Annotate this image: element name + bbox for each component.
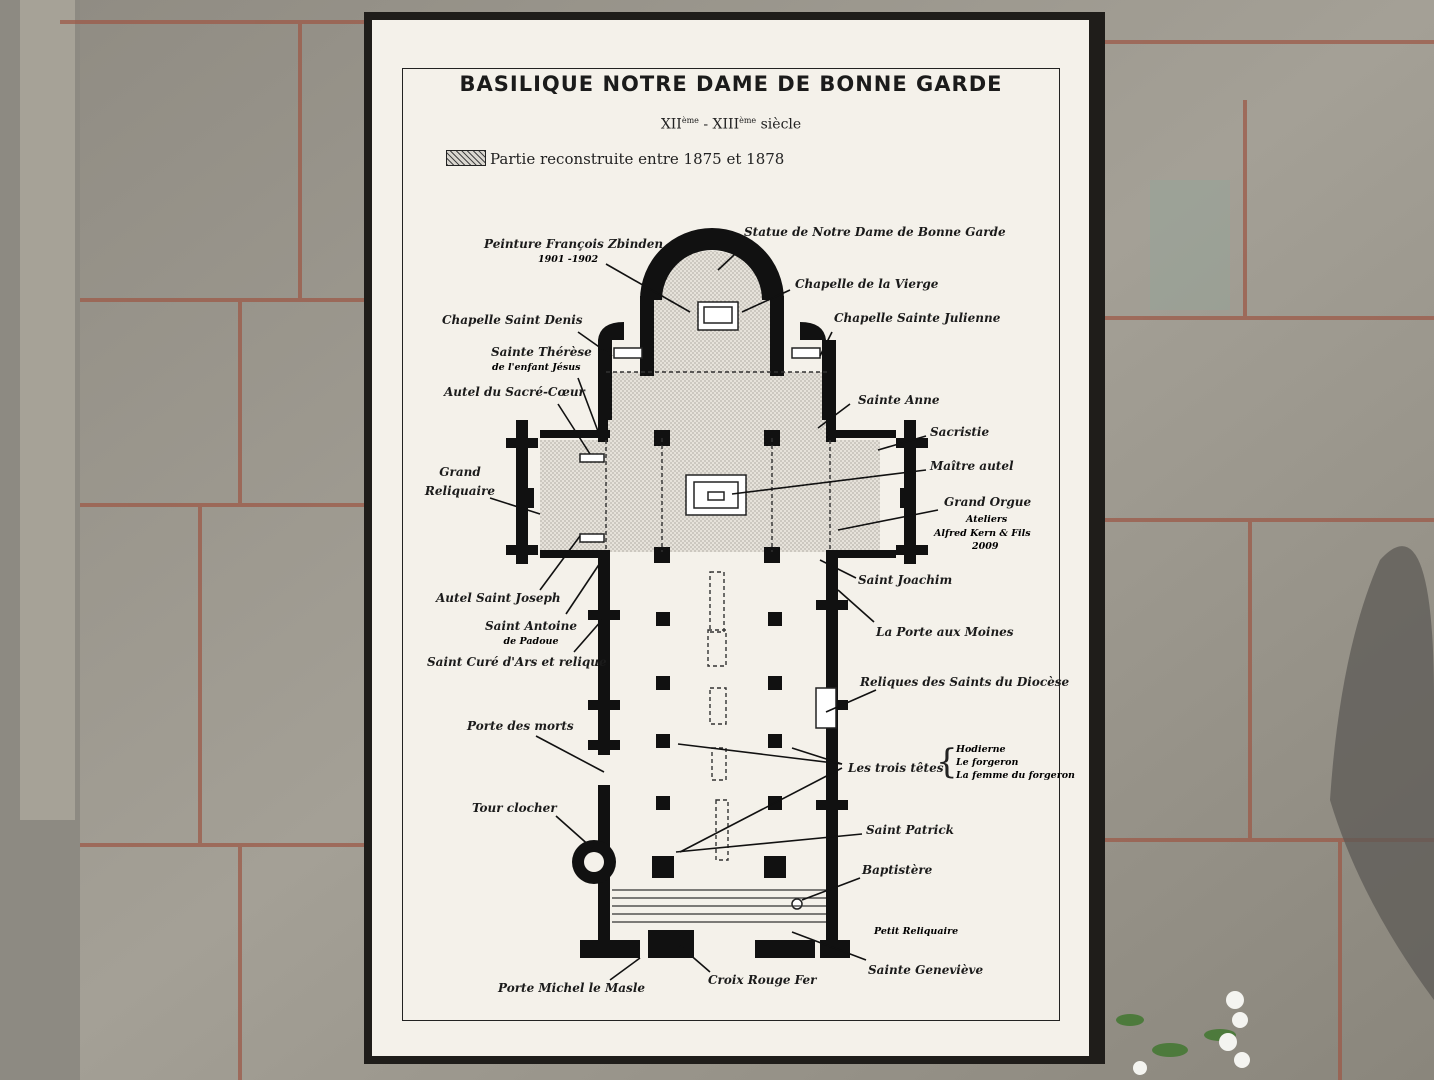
label-chapelle-julienne: Chapelle Sainte Julienne: [834, 311, 1001, 325]
apse-wall: [640, 228, 784, 300]
label-porte-michel: Porte Michel le Masle: [498, 981, 646, 995]
label-porte-morts: Porte des morts: [467, 719, 574, 733]
label-therese: Sainte Thérèse: [491, 345, 592, 359]
label-autel-sacre-coeur: Autel du Sacré-Cœur: [444, 385, 585, 399]
label-ateliers-3: 2009: [972, 541, 999, 552]
poster-subtitle: XIIème - XIIIème siècle: [660, 116, 802, 133]
label-grand-reliquaire-2: Reliquaire: [424, 484, 496, 498]
label-porte-moines: La Porte aux Moines: [876, 625, 1014, 639]
label-grand-orgue: Grand Orgue: [944, 495, 1032, 509]
label-tour-clocher: Tour clocher: [472, 801, 557, 815]
label-saint-antoine-sub: de Padoue: [503, 636, 559, 647]
legend-text: Partie reconstruite entre 1875 et 1878: [490, 150, 785, 168]
label-chapelle-vierge: Chapelle de la Vierge: [795, 277, 939, 291]
label-reliques-diocese: Reliques des Saints du Diocèse: [860, 675, 1070, 689]
poster-border: [402, 68, 1060, 1021]
poster-title: BASILIQUE NOTRE DAME DE BONNE GARDE: [459, 72, 1003, 96]
label-grand-reliquaire-1: Grand: [439, 465, 481, 479]
label-cure-ars: Saint Curé d'Ars et relique: [427, 655, 607, 669]
label-tetes-2: Le forgeron: [956, 757, 1019, 768]
label-chapelle-denis: Chapelle Saint Denis: [442, 313, 583, 327]
label-sainte-anne: Sainte Anne: [858, 393, 940, 407]
label-therese-sub: de l'enfant Jésus: [492, 362, 581, 373]
label-maitre-autel: Maître autel: [930, 459, 1014, 473]
label-peinture: Peinture François Zbinden: [484, 237, 664, 251]
label-saint-joachim: Saint Joachim: [858, 573, 953, 587]
label-petit-reliquaire: Petit Reliquaire: [874, 926, 959, 937]
label-sacristie: Sacristie: [930, 425, 990, 439]
label-ateliers-1: Ateliers: [966, 514, 1008, 525]
label-ateliers-2: Alfred Kern & Fils: [934, 528, 1031, 539]
label-trois-tetes: Les trois têtes: [848, 761, 944, 775]
label-croix-rouge: Croix Rouge Fer: [708, 973, 817, 987]
label-peinture-years: 1901 -1902: [538, 254, 599, 265]
legend-hatch-swatch: [446, 150, 486, 166]
brace-glyph: {: [936, 742, 958, 782]
label-autel-joseph: Autel Saint Joseph: [436, 591, 561, 605]
label-baptistere: Baptistère: [862, 863, 933, 877]
white-flowers: [1116, 991, 1250, 1075]
label-saint-patrick: Saint Patrick: [866, 823, 954, 837]
label-tetes-1: Hodierne: [956, 744, 1006, 755]
label-tetes-3: La femme du forgeron: [956, 770, 1075, 781]
label-sainte-genevieve: Sainte Geneviève: [868, 963, 984, 977]
reconstructed-area: [540, 250, 880, 553]
label-saint-antoine: Saint Antoine: [485, 619, 577, 633]
label-statue: Statue de Notre Dame de Bonne Garde: [744, 225, 1006, 239]
